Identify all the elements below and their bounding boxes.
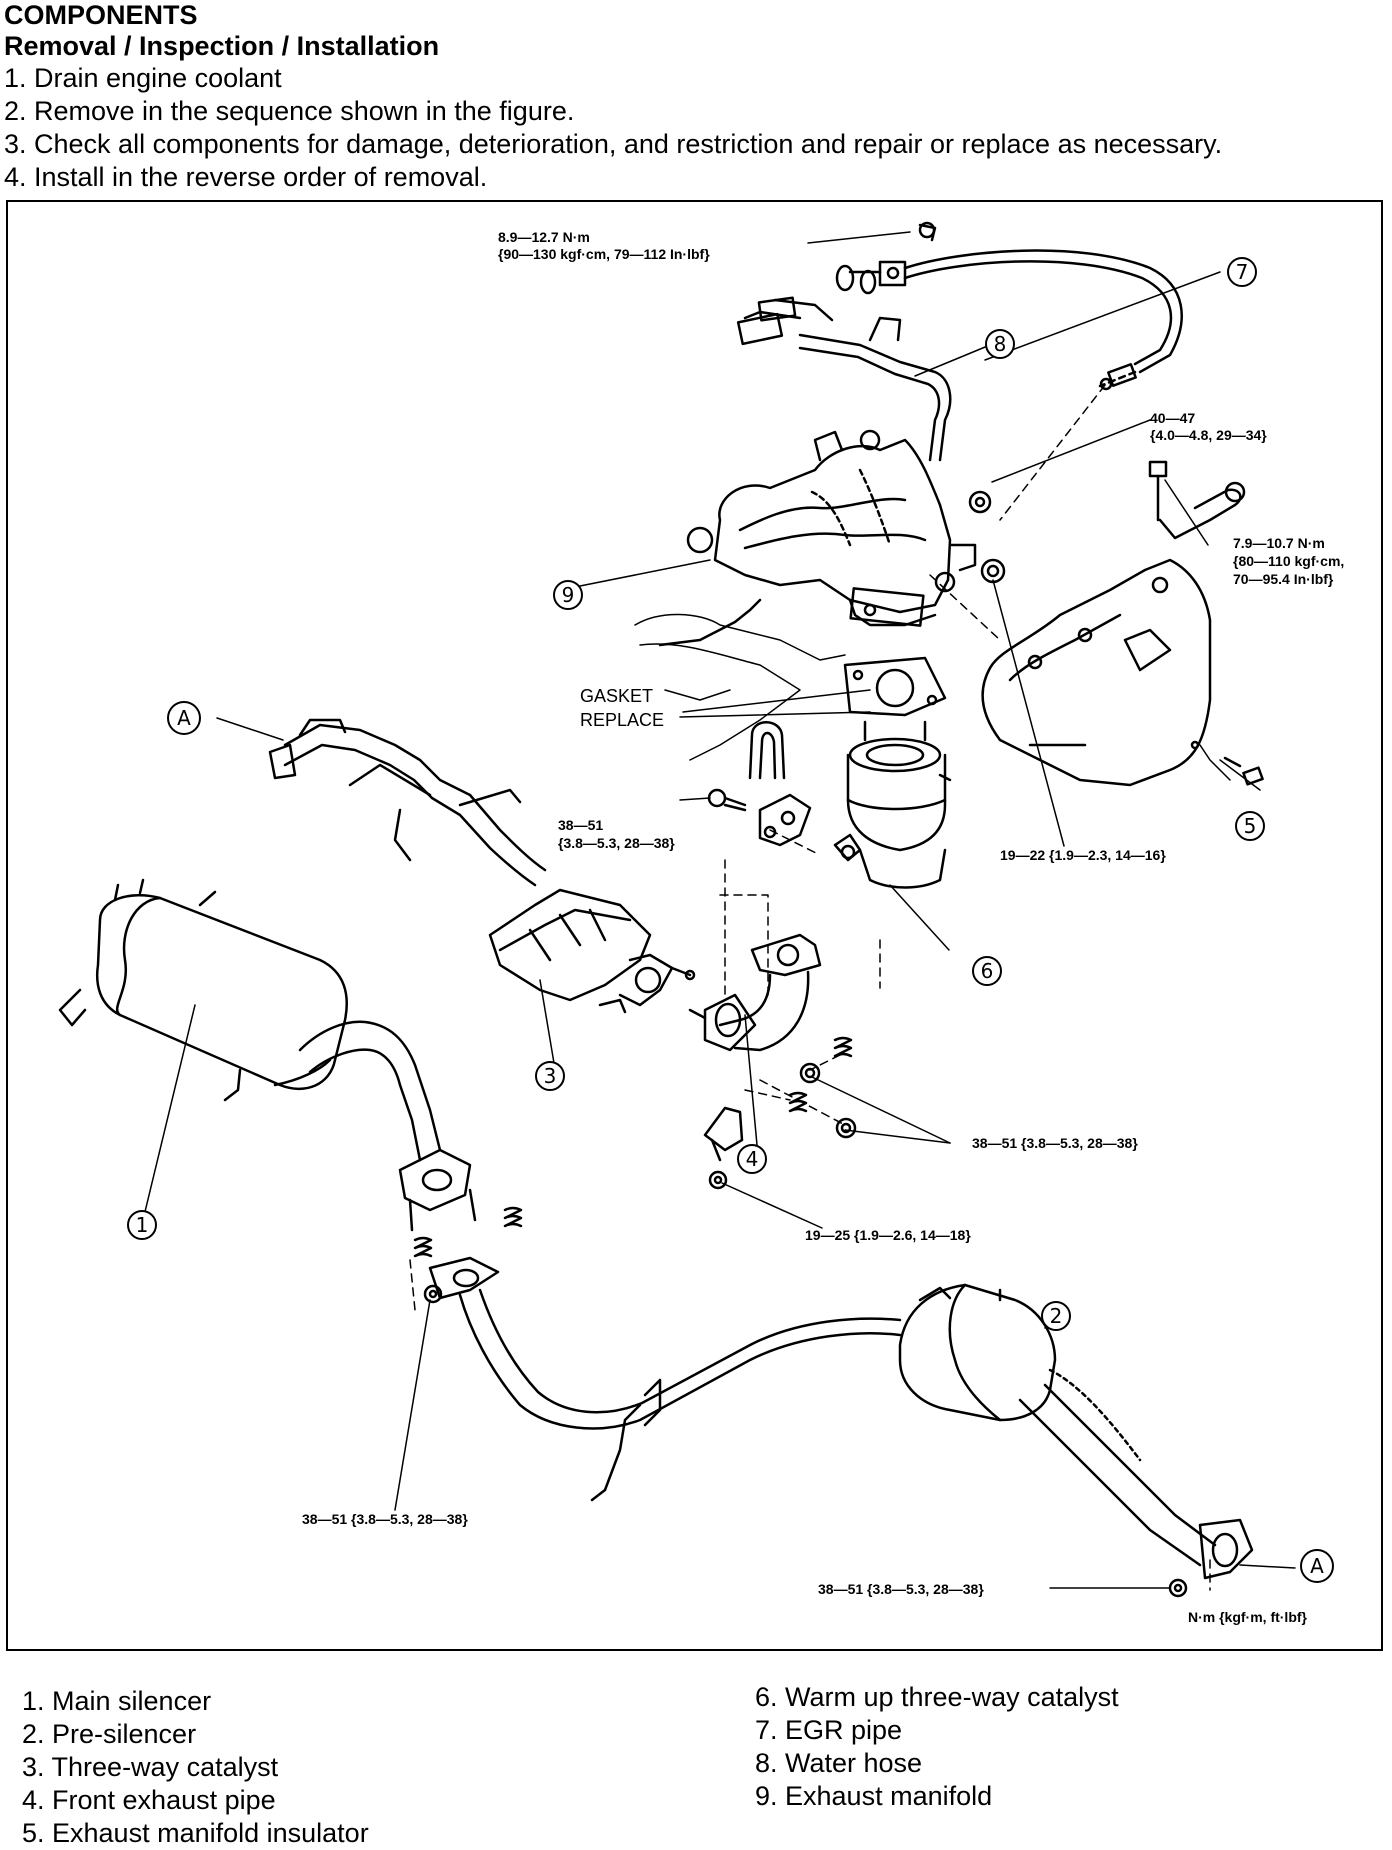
- leader-lines: [142, 231, 1296, 1589]
- engine-block-sketch: [634, 613, 846, 761]
- torque-egr-line2: {90—130 kgf·cm, 79—112 In·lbf}: [498, 246, 710, 262]
- exhaust-manifold: [658, 429, 977, 647]
- callout-9: 9: [562, 583, 575, 607]
- callout-2: 2: [1050, 1304, 1063, 1328]
- diagram-frame: [6, 200, 1383, 1651]
- section-subtitle: Removal / Inspection / Installation: [4, 31, 440, 61]
- torque-insulator-line3: 70—95.4 In·lbf}: [1233, 571, 1334, 587]
- pipe-hanger: [703, 1106, 744, 1162]
- egr-pipe: [835, 221, 1183, 391]
- torque-manifold-line2: {4.0—4.8, 29—34}: [1150, 427, 1267, 443]
- main-silencer: [58, 878, 477, 1232]
- legend-item: 3. Three-way catalyst: [22, 1752, 279, 1782]
- torque-hanger-nut: 19—25 {1.9—2.6, 14—18}: [805, 1227, 971, 1243]
- bracket-bolt: [707, 788, 747, 812]
- pre-silencer: [428, 1256, 1254, 1580]
- legend-item: 5. Exhaust manifold insulator: [22, 1818, 369, 1848]
- exhaust-system-diagram: 7 8 9 5 6 3 4 1 2 A A 8.9—12.7 N·m {90—1…: [58, 221, 1344, 1625]
- step-item: 3. Check all components for damage, dete…: [4, 129, 1223, 159]
- front-pipe-upper: [268, 718, 547, 887]
- gasket-label-line2: REPLACE: [580, 710, 664, 730]
- torque-bracket-line2: {3.8—5.3, 28—38}: [558, 835, 675, 851]
- three-way-catalyst: [488, 888, 696, 1014]
- torque-presilencer-nut: 38—51 {3.8—5.3, 28—38}: [302, 1511, 468, 1527]
- front-exhaust-pipe: [688, 933, 822, 1052]
- legend-item: 9. Exhaust manifold: [755, 1781, 993, 1811]
- callout-3: 3: [544, 1064, 557, 1088]
- torque-insulator-line1: 7.9—10.7 N·m: [1233, 535, 1325, 551]
- section-title: COMPONENTS: [4, 0, 198, 30]
- callout-circles: [127, 257, 1334, 1583]
- torque-units: N·m {kgf·m, ft·lbf}: [1188, 1609, 1308, 1625]
- step-item: 1. Drain engine coolant: [4, 63, 282, 93]
- legend-item: 4. Front exhaust pipe: [22, 1785, 276, 1815]
- procedure-steps: 1. Drain engine coolant 2. Remove in the…: [4, 62, 1384, 194]
- insulator-bolt: [1148, 460, 1264, 786]
- legend-right: 6. Warm up three-way catalyst 7. EGR pip…: [755, 1681, 1119, 1813]
- callout-7: 7: [1236, 260, 1249, 284]
- legend-item: 1. Main silencer: [22, 1686, 212, 1716]
- spring: [413, 1036, 853, 1258]
- torque-stud: 19—22 {1.9—2.3, 14—16}: [1000, 847, 1166, 863]
- torque-rear-nut: 38—51 {3.8—5.3, 28—38}: [818, 1581, 984, 1597]
- step-item: 2. Remove in the sequence shown in the f…: [4, 96, 575, 126]
- legend-item: 8. Water hose: [755, 1748, 923, 1778]
- gasket: [843, 656, 947, 717]
- torque-bracket-line1: 38—51: [558, 817, 603, 833]
- legend-left: 1. Main silencer 2. Pre-silencer 3. Thre…: [22, 1685, 369, 1850]
- step-item: 4. Install in the reverse order of remov…: [4, 162, 488, 192]
- warm-up-catalyst: [833, 720, 952, 889]
- torque-front-pipe-nut: 38—51 {3.8—5.3, 28—38}: [972, 1135, 1138, 1151]
- legend-item: 6. Warm up three-way catalyst: [755, 1682, 1119, 1712]
- callout-1: 1: [136, 1213, 149, 1237]
- torque-manifold-line1: 40—47: [1150, 410, 1195, 426]
- flange-nut: [423, 1062, 1188, 1598]
- legend-item: 7. EGR pipe: [755, 1715, 903, 1745]
- water-hose: [736, 296, 952, 462]
- callout-a-right: A: [1310, 1554, 1324, 1578]
- callout-a-left: A: [177, 706, 191, 730]
- torque-egr-line1: 8.9—12.7 N·m: [498, 229, 590, 245]
- torque-labels: 8.9—12.7 N·m {90—130 kgf·cm, 79—112 In·l…: [302, 229, 1344, 1625]
- assembly-lines: [409, 384, 1211, 1591]
- exhaust-manifold-insulator: [981, 558, 1212, 787]
- callout-5: 5: [1244, 814, 1257, 838]
- u-bolt: [748, 721, 786, 780]
- stud-nut: [980, 558, 1006, 584]
- legend-item: 2. Pre-silencer: [22, 1719, 197, 1749]
- manifold-nut: [968, 490, 992, 514]
- torque-insulator-line2: {80—110 kgf·cm,: [1233, 553, 1344, 569]
- gasket-label-line1: GASKET: [580, 686, 653, 706]
- instructions-header: COMPONENTS Removal / Inspection / Instal…: [4, 0, 1384, 194]
- callout-4: 4: [746, 1147, 759, 1171]
- callout-labels: 7 8 9 5 6 3 4 1 2 A A: [136, 260, 1325, 1578]
- callout-8: 8: [994, 332, 1007, 356]
- callout-6: 6: [981, 959, 994, 983]
